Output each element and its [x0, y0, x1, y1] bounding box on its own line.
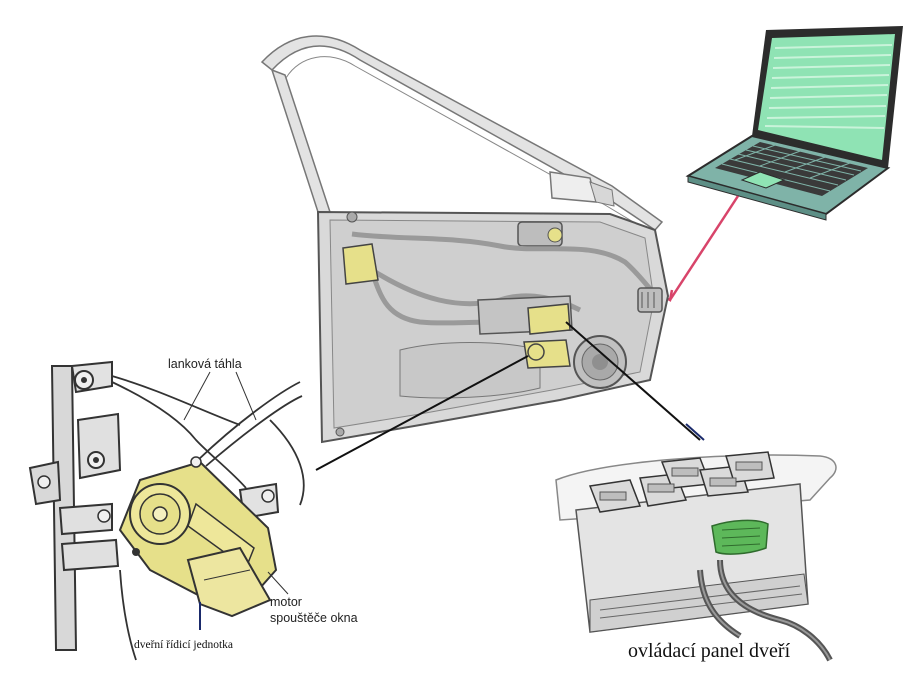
label-door-control-unit: dveřní řídicí jednotka [134, 639, 233, 651]
label-motor: motor [270, 595, 302, 609]
leader-line-blue [685, 423, 705, 441]
control-panel-icon [555, 451, 837, 662]
leader-cable-rods-2 [235, 371, 257, 421]
window-regulator-icon [28, 360, 305, 661]
leader-lines [315, 321, 701, 471]
label-cable-rods: lanková táhla [168, 357, 242, 371]
door-icon [260, 35, 670, 444]
label-window-regulator-motor: spouštěče okna [270, 611, 358, 625]
leader-cable-rods-1 [183, 371, 211, 421]
laptop-icon [685, 26, 903, 221]
label-door-control-panel: ovládací panel dveří [628, 640, 791, 662]
leader-motor [267, 571, 289, 595]
